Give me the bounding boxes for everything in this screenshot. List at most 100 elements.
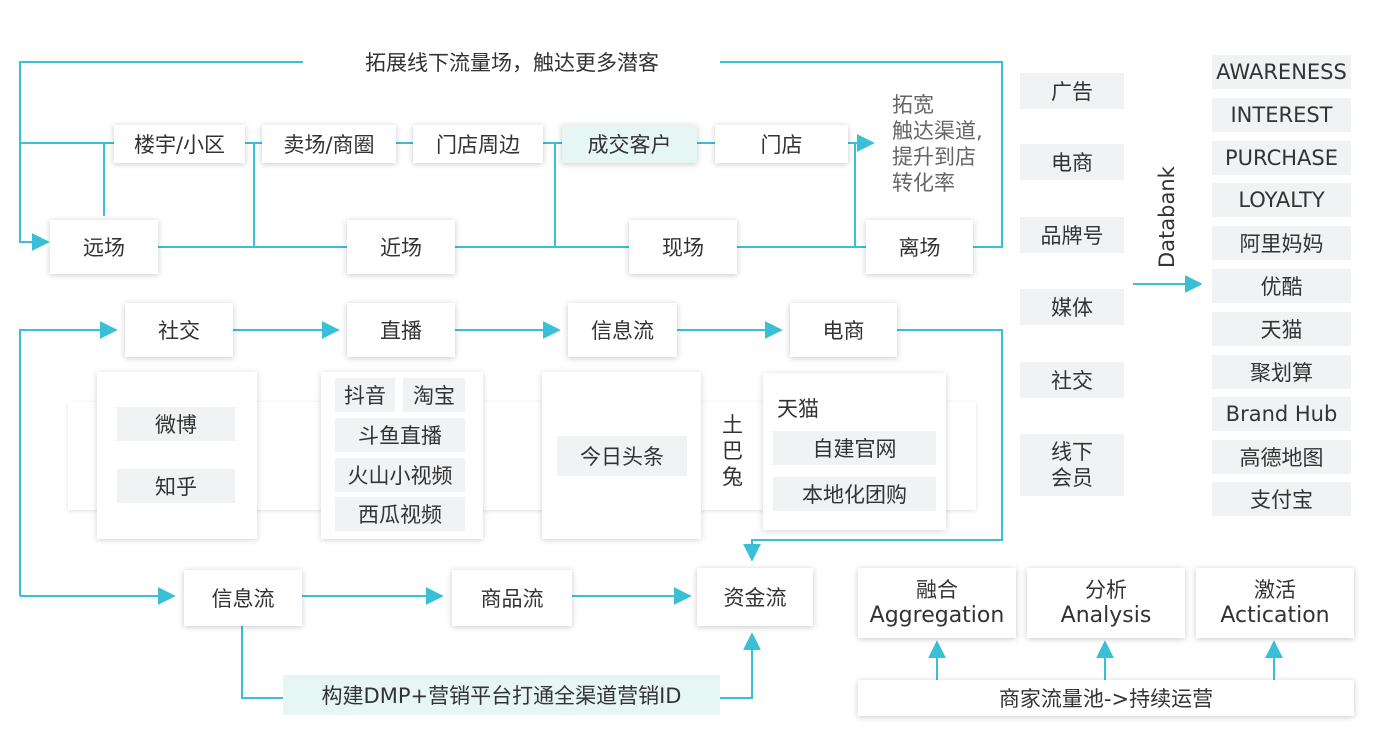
live-card: 抖音 淘宝 斗鱼直播 火山小视频 西瓜视频 <box>321 372 483 539</box>
channel-label: 门店周边 <box>436 133 520 157</box>
chip-local-groupbuy: 本地化团购 <box>773 477 936 511</box>
scene-label: 近场 <box>380 236 422 260</box>
media-ecommerce: 电商 <box>1020 144 1124 180</box>
databank-item: PURCHASE <box>1212 141 1351 175</box>
databank-item-label: LOYALTY <box>1238 188 1325 212</box>
scene-label: 离场 <box>898 236 941 260</box>
media-label: 媒体 <box>1051 296 1093 320</box>
chip-douyu: 斗鱼直播 <box>335 418 465 452</box>
flow-row-loop <box>19 321 118 596</box>
banner-left-line <box>19 61 303 251</box>
chip-xigua: 西瓜视频 <box>335 497 465 531</box>
ops-bar: 商家流量池->持续运营 <box>858 680 1354 716</box>
chip-official-site: 自建官网 <box>773 431 936 465</box>
chip-label: 淘宝 <box>413 384 455 408</box>
media-offline-member: 线下 会员 <box>1020 434 1124 496</box>
top-banner: 拓展线下流量场，触达更多潜客 <box>305 33 719 91</box>
channel-store-nearby: 门店周边 <box>413 125 543 163</box>
databank-item: 优酷 <box>1212 269 1351 303</box>
media-brand-account: 品牌号 <box>1020 217 1124 253</box>
media-media: 媒体 <box>1020 289 1124 325</box>
tubatu-char: 土 <box>722 413 743 437</box>
media-social: 社交 <box>1020 362 1124 398</box>
flow-ecommerce: 电商 <box>790 303 897 357</box>
databank-item-label: PURCHASE <box>1225 146 1338 170</box>
feed-card: 今日头条 <box>542 372 701 539</box>
databank-item: 天猫 <box>1212 312 1351 346</box>
databank-item: LOYALTY <box>1212 183 1351 217</box>
flow-label: 商品流 <box>480 587 544 611</box>
scene-leave: 离场 <box>866 220 973 274</box>
channel-deal-customer: 成交客户 <box>562 125 697 163</box>
channel-label: 成交客户 <box>587 133 672 157</box>
databank-item-label: INTEREST <box>1230 103 1333 127</box>
bottom-capital-flow: 资金流 <box>697 568 813 626</box>
chip-douyin: 抖音 <box>335 378 395 412</box>
media-label: 线下 会员 <box>1051 440 1093 490</box>
chip-label: 火山小视频 <box>347 464 453 488</box>
media-ad: 广告 <box>1020 73 1124 109</box>
side-note-line: 提升到店 <box>892 145 976 169</box>
flow-live: 直播 <box>347 303 455 357</box>
side-note-line: 转化率 <box>892 171 955 195</box>
chip-taobao: 淘宝 <box>403 378 465 412</box>
channel-label: 卖场/商圈 <box>283 133 375 157</box>
ecommerce-title: 天猫 <box>777 397 819 421</box>
ops-cn: 分析 <box>1085 578 1127 602</box>
databank-item: 聚划算 <box>1212 355 1351 389</box>
ops-activation: 激活 Actication <box>1196 568 1354 638</box>
scene-near: 近场 <box>347 220 455 274</box>
channel-store: 门店 <box>715 125 848 163</box>
ecommerce-card: 天猫 自建官网 本地化团购 <box>763 373 946 530</box>
ops-analysis: 分析 Analysis <box>1027 568 1185 638</box>
flow-social: 社交 <box>125 303 233 357</box>
ops-en: Analysis <box>1060 603 1152 628</box>
flow-label: 社交 <box>158 319 200 343</box>
databank-label: Databank <box>1155 166 1179 268</box>
top-banner-text: 拓展线下流量场，触达更多潜客 <box>365 51 659 75</box>
databank-item: AWARENESS <box>1212 55 1351 89</box>
chip-huoshan: 火山小视频 <box>335 458 465 492</box>
databank-item-label: 优酷 <box>1260 275 1303 299</box>
chip-label: 本地化团购 <box>802 483 907 507</box>
tubatu-text: 土巴兔 <box>722 412 746 490</box>
chip-toutiao: 今日头条 <box>557 436 687 476</box>
ops-cn: 融合 <box>916 578 958 602</box>
databank-item-label: AWARENESS <box>1216 60 1347 84</box>
channel-label: 楼宇/小区 <box>133 133 226 157</box>
side-note-line: 触达渠道, <box>892 119 983 143</box>
chip-weibo: 微博 <box>117 407 235 441</box>
databank-item-label: 支付宝 <box>1250 488 1313 512</box>
side-note-line: 拓宽 <box>892 93 934 117</box>
media-label: 广告 <box>1051 80 1093 104</box>
ops-aggregation: 融合 Aggregation <box>858 568 1016 638</box>
social-card: 微博 知乎 <box>97 372 257 539</box>
chip-label: 微博 <box>155 413 197 437</box>
databank-item-label: Brand Hub <box>1225 402 1338 426</box>
channel-mall: 卖场/商圈 <box>262 125 396 163</box>
chip-label: 抖音 <box>344 384 386 408</box>
flow-label: 直播 <box>380 319 422 343</box>
dmp-bar-text: 构建DMP+营销平台打通全渠道营销ID <box>321 684 682 708</box>
databank-item: 阿里妈妈 <box>1212 226 1351 260</box>
scene-far: 远场 <box>50 220 158 274</box>
channel-label: 门店 <box>760 133 803 157</box>
chip-label: 自建官网 <box>812 437 897 461</box>
chip-label: 今日头条 <box>580 445 664 469</box>
databank-item-label: 天猫 <box>1260 318 1303 342</box>
bottom-goods-flow: 商品流 <box>452 570 572 626</box>
flow-label: 电商 <box>822 319 865 343</box>
databank-item-label: 聚划算 <box>1250 361 1313 385</box>
channel-building: 楼宇/小区 <box>114 125 245 163</box>
ops-bar-text: 商家流量池->持续运营 <box>998 687 1214 711</box>
media-label: 社交 <box>1051 369 1093 393</box>
flow-label: 资金流 <box>723 586 787 610</box>
media-label: 电商 <box>1051 151 1093 175</box>
chip-label: 西瓜视频 <box>358 503 442 527</box>
databank-item: 高德地图 <box>1212 440 1351 474</box>
databank-item: Brand Hub <box>1212 397 1351 431</box>
bottom-info-flow: 信息流 <box>184 570 302 626</box>
dmp-bar: 构建DMP+营销平台打通全渠道营销ID <box>283 675 720 715</box>
scene-label: 现场 <box>662 236 704 260</box>
